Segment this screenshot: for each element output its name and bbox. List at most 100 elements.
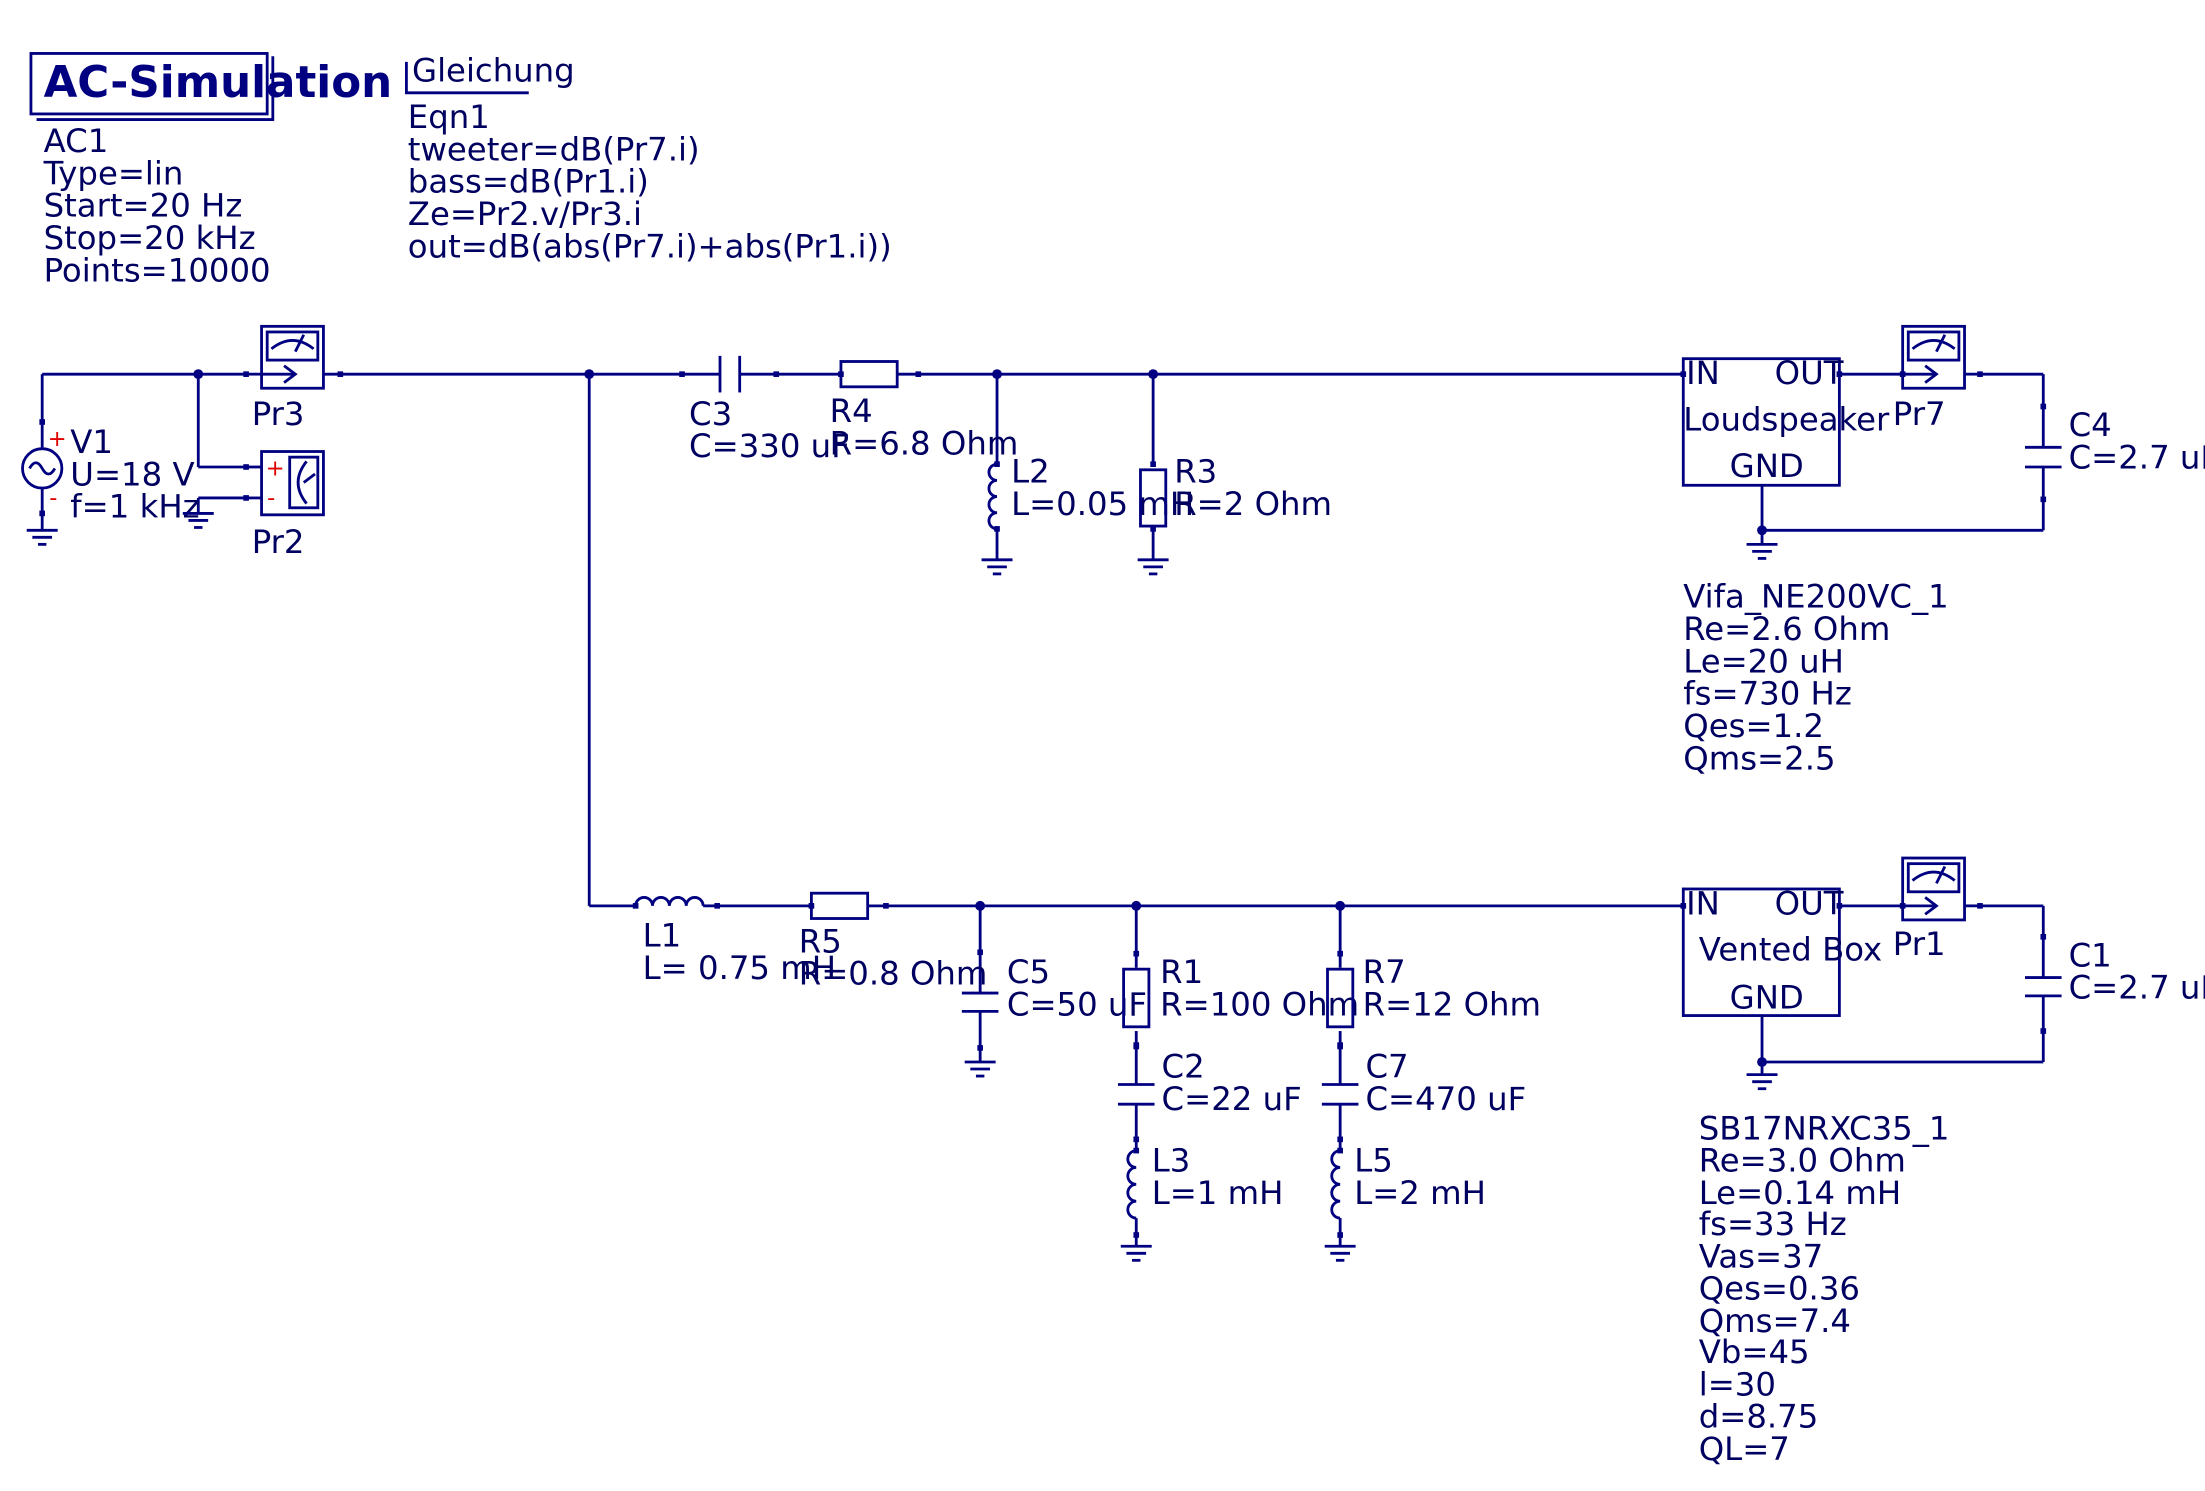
r5-name: R5 — [799, 922, 842, 960]
pr1-label: Pr1 — [1893, 925, 1946, 963]
pr3-label: Pr3 — [252, 395, 305, 433]
vented-box-param: Re=3.0 Ohm — [1699, 1142, 1906, 1180]
capacitor-c7[interactable]: C7 C=470 uF — [1321, 1043, 1526, 1143]
r5-value: R=0.8 Ohm — [799, 955, 988, 993]
l5-name: L5 — [1354, 1142, 1393, 1180]
l1-value: L= 0.75 mH — [643, 949, 836, 987]
wires — [40, 372, 2045, 1247]
l3-value: L=1 mH — [1152, 1174, 1284, 1212]
current-probe-pr3[interactable]: Pr3 — [243, 324, 344, 433]
ground-icon — [1136, 558, 1171, 576]
vented-box-label: Vented Box — [1699, 931, 1882, 969]
vented-box-param: Vb=45 — [1699, 1333, 1810, 1371]
equation-title: Gleichung — [412, 52, 575, 90]
current-probe-pr7[interactable]: Pr7 — [1893, 324, 1983, 433]
vented-box-out-pin: OUT — [1775, 884, 1844, 922]
loudspeaker-out-pin: OUT — [1775, 354, 1844, 392]
v1-plus-sign: + — [48, 426, 67, 452]
pr2-minus-sign: - — [267, 485, 275, 511]
loudspeaker-gnd-pin: GND — [1730, 447, 1804, 485]
c5-name: C5 — [1007, 953, 1050, 991]
loudspeaker-param: Qes=1.2 — [1683, 707, 1824, 745]
vented-box-param: Qms=7.4 — [1699, 1302, 1851, 1340]
junction-dots — [193, 369, 1767, 1067]
vented-box-block[interactable]: IN OUT Vented Box GND SB17NRXC35_1 Re=3.… — [1680, 884, 1949, 1468]
c4-name: C4 — [2069, 406, 2112, 444]
c2-name: C2 — [1162, 1047, 1205, 1085]
loudspeaker-param: Vifa_NE200VC_1 — [1683, 578, 1948, 616]
capacitor-c2[interactable]: C2 C=22 uF — [1117, 1043, 1302, 1143]
c4-value: C=2.7 uF — [2069, 438, 2205, 476]
resistor-r4[interactable]: R4 R=6.8 Ohm — [830, 360, 1019, 462]
ground-icon — [963, 1060, 998, 1078]
resistor-r5[interactable]: R5 R=0.8 Ohm — [799, 891, 988, 993]
inductor-l1[interactable]: L1 L= 0.75 mH — [632, 896, 836, 987]
current-probe-pr1[interactable]: Pr1 — [1893, 856, 1983, 963]
ground-icon — [1745, 542, 1779, 560]
ac-sim-line: AC1 — [44, 122, 109, 160]
ac-sim-line: Type=lin — [43, 154, 184, 192]
equation-line: tweeter=dB(Pr7.i) — [408, 130, 700, 168]
loudspeaker-param: Le=20 uH — [1683, 642, 1844, 680]
c1-name: C1 — [2069, 936, 2112, 974]
r3-value: R=2 Ohm — [1174, 485, 1332, 523]
capacitor-c1[interactable]: C1 C=2.7 uF — [2025, 933, 2205, 1034]
ground-icon — [1323, 1244, 1358, 1262]
loudspeaker-param: Qms=2.5 — [1683, 739, 1835, 777]
c7-value: C=470 uF — [1365, 1080, 1526, 1118]
ac-sim-line: Points=10000 — [44, 251, 271, 289]
ground-icon — [1745, 1073, 1779, 1091]
ground-icon — [25, 528, 60, 546]
inductor-l5[interactable]: L5 L=2 mH — [1323, 1142, 1486, 1262]
vented-box-param: Qes=0.36 — [1699, 1270, 1860, 1308]
r7-value: R=12 Ohm — [1363, 986, 1541, 1024]
equation-block[interactable]: Gleichung Eqn1 tweeter=dB(Pr7.i) bass=dB… — [405, 52, 892, 266]
voltage-source-v1[interactable]: + - V1 U=18 V f=1 kHz — [21, 419, 200, 546]
loudspeaker-block[interactable]: IN OUT Loudspeaker GND Vifa_NE200VC_1 Re… — [1680, 354, 1949, 777]
ac-sim-line: Stop=20 kHz — [44, 219, 256, 257]
ground-icon — [980, 558, 1014, 576]
c7-name: C7 — [1365, 1047, 1408, 1085]
ac-sim-line: Start=20 Hz — [44, 187, 243, 225]
ac-simulation-title: AC-Simulation — [44, 58, 393, 108]
vented-box-param: fs=33 Hz — [1699, 1205, 1847, 1243]
capacitor-c5[interactable]: C5 C=50 uF — [961, 949, 1147, 1078]
r4-name: R4 — [830, 392, 873, 430]
v1-name: V1 — [70, 423, 113, 461]
equation-line: out=dB(abs(Pr7.i)+abs(Pr1.i)) — [408, 227, 892, 265]
capacitor-c3[interactable]: C3 C=330 uF — [679, 355, 850, 465]
loudspeaker-param: fs=730 Hz — [1683, 675, 1852, 713]
inductor-l3[interactable]: L3 L=1 mH — [1119, 1142, 1284, 1262]
loudspeaker-label: Loudspeaker — [1683, 400, 1890, 438]
resistor-r7[interactable]: R7 R=12 Ohm — [1326, 950, 1542, 1048]
vented-box-param: Vas=37 — [1699, 1237, 1823, 1275]
c3-value: C=330 uF — [689, 427, 850, 465]
pr7-label: Pr7 — [1893, 395, 1946, 433]
vented-box-gnd-pin: GND — [1730, 979, 1804, 1017]
v1-voltage: U=18 V — [70, 455, 194, 493]
vented-box-param: d=8.75 — [1699, 1398, 1819, 1436]
l2-name: L2 — [1011, 452, 1050, 490]
l5-value: L=2 mH — [1354, 1174, 1486, 1212]
r1-value: R=100 Ohm — [1160, 986, 1359, 1024]
voltage-probe-pr2[interactable]: + - Pr2 — [181, 450, 325, 561]
resistor-r1[interactable]: R1 R=100 Ohm — [1122, 950, 1360, 1048]
vented-box-param: SB17NRXC35_1 — [1699, 1109, 1950, 1147]
r4-value: R=6.8 Ohm — [830, 424, 1019, 462]
equation-line: bass=dB(Pr1.i) — [408, 163, 649, 201]
loudspeaker-param: Re=2.6 Ohm — [1683, 610, 1890, 648]
capacitor-c4[interactable]: C4 C=2.7 uF — [2025, 403, 2205, 503]
equation-line: Ze=Pr2.v/Pr3.i — [408, 195, 642, 233]
vented-box-param: QL=7 — [1699, 1430, 1790, 1468]
resistor-r3[interactable]: R3 R=2 Ohm — [1136, 452, 1332, 576]
ac-simulation-block[interactable]: AC-Simulation AC1 Type=lin Start=20 Hz S… — [29, 52, 393, 289]
c5-value: C=50 uF — [1007, 986, 1147, 1024]
pr2-plus-sign: + — [266, 455, 285, 481]
c1-value: C=2.7 uF — [2069, 969, 2205, 1007]
l1-name: L1 — [643, 917, 682, 955]
inductor-l2[interactable]: L2 L=0.05 mH — [980, 452, 1195, 576]
l3-name: L3 — [1152, 1142, 1191, 1180]
vented-box-param: l=30 — [1699, 1365, 1776, 1403]
r3-name: R3 — [1174, 452, 1217, 490]
